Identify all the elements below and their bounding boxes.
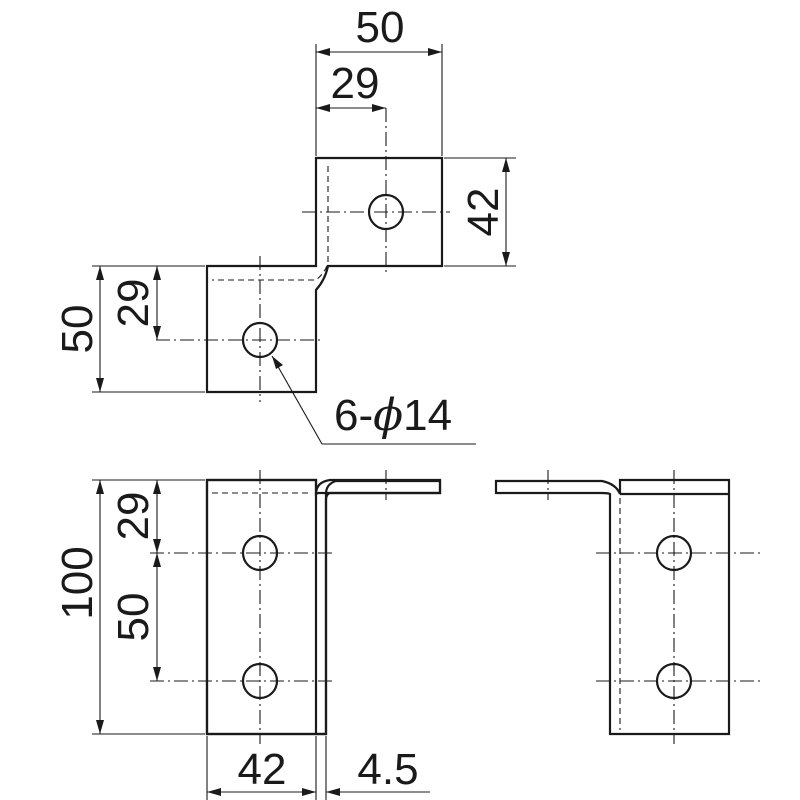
arrowhead <box>316 104 330 112</box>
top-view: 50 29 42 50 29 6-ϕ14 <box>53 3 516 445</box>
arrowhead <box>96 266 104 280</box>
dim-width-hole: 29 <box>331 59 380 108</box>
top-view-outline <box>205 156 444 394</box>
hole-callout-prefix: 6- <box>334 391 373 440</box>
arrowhead <box>153 266 161 280</box>
arrowhead <box>428 48 442 56</box>
arrowhead <box>302 788 316 796</box>
dim-hole-top: 29 <box>109 492 158 541</box>
dim-hole-offset: 29 <box>109 279 158 328</box>
hole-callout: 6-ϕ14 <box>334 390 452 441</box>
arrowhead <box>272 356 283 369</box>
leader-line <box>271 355 323 445</box>
arrowhead <box>153 326 161 340</box>
arrowhead <box>153 539 161 553</box>
dim-width-total: 50 <box>356 3 405 52</box>
arrowhead <box>502 252 510 266</box>
dim-thickness: 4.5 <box>357 745 418 794</box>
front-view: 100 29 50 42 4.5 <box>53 470 442 800</box>
arrowhead <box>316 48 330 56</box>
front-view-plate <box>205 478 442 736</box>
dim-width: 42 <box>238 745 287 794</box>
dim-height-total: 100 <box>53 546 102 619</box>
arrowhead <box>96 480 104 494</box>
arrowhead <box>96 720 104 734</box>
top-view-hidden-bend <box>212 166 329 281</box>
front-view-body <box>205 478 318 736</box>
arrowhead <box>326 788 340 796</box>
side-view-outline <box>494 478 731 736</box>
side-view <box>494 470 760 744</box>
arrowhead <box>96 378 104 392</box>
arrowhead <box>153 480 161 494</box>
hole-callout-value: 14 <box>403 391 452 440</box>
arrowhead <box>502 158 510 172</box>
hole-callout-symbol: ϕ <box>373 390 403 441</box>
dim-height-upper: 42 <box>459 188 508 237</box>
arrowhead <box>153 553 161 567</box>
arrowhead <box>153 667 161 681</box>
front-view-flange <box>314 478 442 736</box>
dim-hole-pitch: 50 <box>109 593 158 642</box>
arrowhead <box>372 104 386 112</box>
arrowhead <box>207 788 221 796</box>
dim-height-lower: 50 <box>53 305 102 354</box>
